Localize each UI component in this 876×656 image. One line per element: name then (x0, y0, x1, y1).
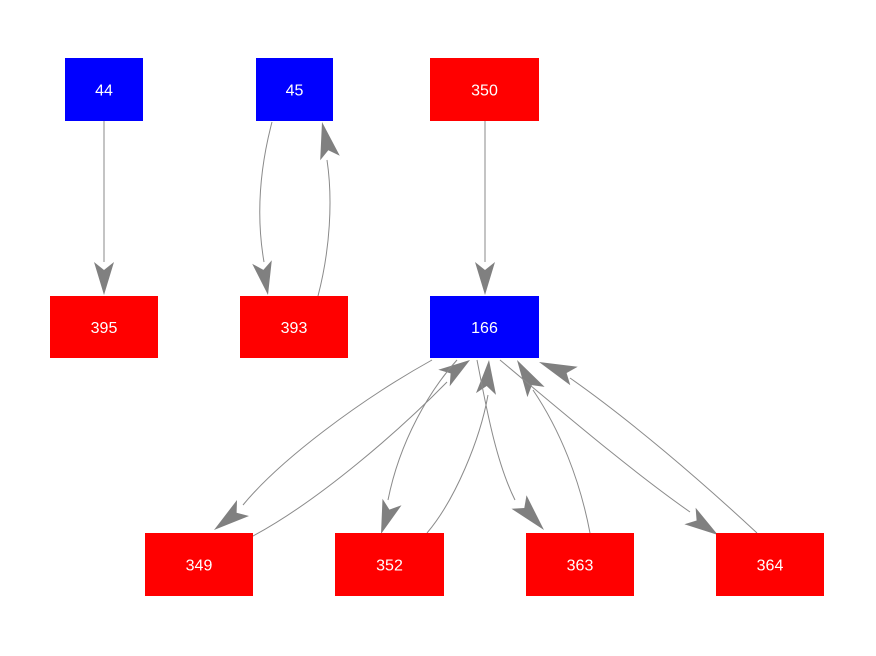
edge-line (569, 377, 758, 534)
arrowhead (476, 360, 496, 395)
node-box[interactable] (430, 296, 539, 358)
node-box[interactable] (256, 58, 333, 121)
node-box[interactable] (526, 533, 634, 596)
node-349[interactable]: 349 (145, 533, 253, 596)
node-label: 44 (95, 83, 113, 100)
edge-166-to-364 (499, 359, 718, 535)
edges-layer (94, 120, 758, 537)
node-label: 352 (376, 558, 403, 575)
node-label: 350 (471, 83, 498, 100)
node-box[interactable] (240, 296, 348, 358)
edge-line (242, 359, 433, 506)
edge-363-to-166 (517, 360, 591, 534)
node-box[interactable] (50, 296, 158, 358)
edge-350-to-166 (475, 121, 495, 295)
arrowhead (511, 495, 544, 530)
edge-364-to-166 (539, 362, 758, 534)
edge-44-to-395 (94, 120, 114, 295)
node-box[interactable] (145, 533, 253, 596)
arrowhead (94, 262, 114, 295)
edge-166-to-352 (381, 359, 458, 534)
edge-352-to-166 (426, 360, 496, 534)
edge-line (499, 359, 691, 513)
edge-349-to-166 (252, 360, 470, 537)
node-box[interactable] (430, 58, 539, 121)
edge-line (426, 394, 489, 534)
edge-line (387, 359, 458, 501)
node-350[interactable]: 350 (430, 58, 539, 121)
node-395[interactable]: 395 (50, 296, 158, 358)
edge-393-to-45 (317, 122, 340, 297)
edge-line (532, 389, 591, 534)
node-label: 349 (186, 558, 213, 575)
arrowhead (214, 500, 249, 530)
node-label: 45 (286, 83, 304, 100)
node-label: 395 (91, 320, 118, 337)
edge-line (259, 121, 273, 263)
arrowhead (320, 122, 340, 161)
arrowhead (684, 507, 718, 535)
nodes-layer: 44 45 350 395 393 166 349 352 363 364 (50, 58, 824, 596)
node-45[interactable]: 45 (256, 58, 333, 121)
node-box[interactable] (65, 58, 143, 121)
arrowhead (438, 360, 470, 387)
arrowhead (475, 262, 495, 295)
edge-line (252, 381, 448, 537)
arrowhead (539, 362, 578, 386)
edge-line (317, 159, 331, 297)
arrowhead (252, 260, 272, 295)
arrowhead (381, 498, 402, 534)
arrowhead (517, 360, 545, 398)
node-352[interactable]: 352 (335, 533, 444, 596)
node-363[interactable]: 363 (526, 533, 634, 596)
node-box[interactable] (716, 533, 824, 596)
node-label: 393 (281, 320, 308, 337)
edge-line (476, 359, 516, 501)
node-393[interactable]: 393 (240, 296, 348, 358)
node-364[interactable]: 364 (716, 533, 824, 596)
edge-45-to-393 (252, 121, 273, 295)
edge-166-to-363 (476, 359, 544, 530)
edge-166-to-349 (214, 359, 433, 530)
node-166[interactable]: 166 (430, 296, 539, 358)
node-44[interactable]: 44 (65, 58, 143, 121)
node-label: 166 (471, 320, 498, 337)
node-label: 363 (567, 558, 594, 575)
node-box[interactable] (335, 533, 444, 596)
node-label: 364 (757, 558, 784, 575)
